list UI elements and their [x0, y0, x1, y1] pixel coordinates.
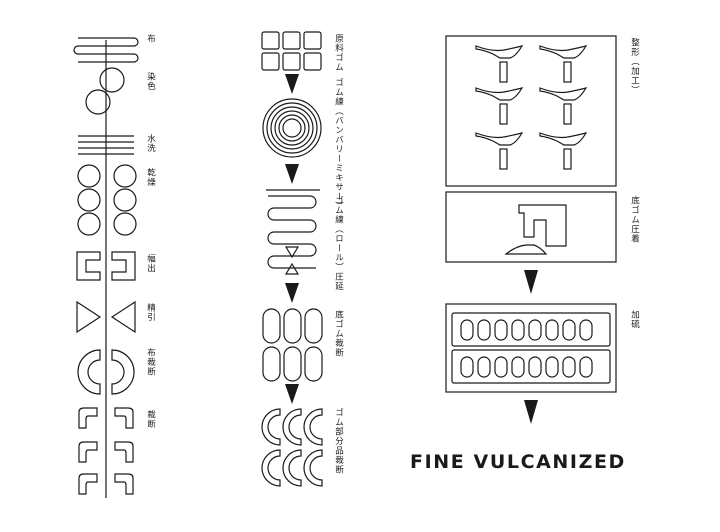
- label-washing: 水洗: [145, 134, 156, 153]
- vulcanizing-tray-icon: [451, 312, 611, 384]
- label-stretching: 精引: [145, 303, 156, 322]
- label-sole-cutting: 底ゴム裁断: [333, 310, 344, 358]
- label-fabric: 布: [145, 34, 156, 44]
- flow-arrow-icon: [285, 74, 299, 94]
- label-roll-mixing: ゴム練（ロール）圧延: [333, 196, 344, 291]
- sole-pressing-panel: [445, 191, 617, 263]
- label-tentering: 幅出: [145, 254, 156, 273]
- drying-circles-icon: [77, 164, 137, 236]
- tentering-brackets-icon: [76, 251, 136, 281]
- dyeing-rollers-icon: [85, 67, 125, 115]
- washing-lines-icon: [78, 135, 134, 155]
- label-shaping: 整形（加工）: [629, 38, 640, 95]
- stretching-triangles-icon: [76, 300, 136, 334]
- roller-up-triangle-icon: [284, 262, 300, 275]
- raw-rubber-blocks-icon: [261, 31, 322, 71]
- flow-arrow-icon: [285, 384, 299, 404]
- rubber-part-crescents-icon: [261, 408, 323, 487]
- flow-arrow-icon: [285, 164, 299, 184]
- roller-down-triangle-icon: [284, 246, 300, 259]
- label-banbury-mixing: ゴム練（バンバリーミキサー）: [333, 78, 344, 211]
- flow-arrow-icon: [524, 400, 538, 424]
- label-vulcanizing: 加硫: [629, 310, 640, 329]
- sole-press-machine-icon: [504, 204, 567, 255]
- label-drying: 乾燥: [145, 168, 156, 187]
- label-sole-pressing: 底ゴム圧着: [629, 196, 640, 244]
- rolling-sheet-icon: [267, 195, 317, 269]
- banbury-mixer-icon: [262, 98, 322, 158]
- vulcanizing-panel: [445, 303, 617, 393]
- flow-arrow-icon: [285, 283, 299, 303]
- flow-arrow-icon: [524, 270, 538, 294]
- label-rubber-parts-cutting: ゴム部分品裁断: [333, 408, 344, 475]
- label-dyeing: 染色: [145, 72, 156, 91]
- diagram-title: FINE VULCANIZED: [410, 451, 626, 473]
- shaping-panel: [445, 35, 617, 187]
- label-cutting: 裁断: [145, 410, 156, 429]
- cutting-pieces-icon: [78, 407, 134, 495]
- cloth-zigzag-icon: [73, 37, 139, 63]
- shoe-last-icons: [475, 45, 588, 170]
- label-fabric-cutting: 布裁断: [145, 348, 156, 377]
- sole-rubber-pads-icon: [262, 308, 323, 382]
- label-raw-rubber: 原料ゴム: [333, 34, 344, 72]
- fabric-cutting-icon: [77, 349, 135, 395]
